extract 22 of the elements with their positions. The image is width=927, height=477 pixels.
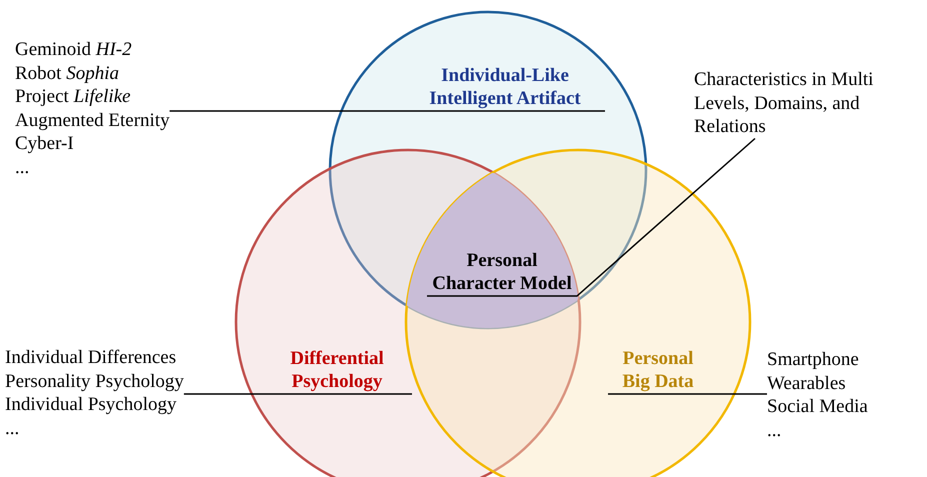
list-text: Individual Psychology <box>5 393 178 416</box>
list-text: Characteristics in Multi Levels, Domains, and Relations <box>694 68 874 138</box>
set-label: Personal Character Model <box>431 249 573 295</box>
list-text: Individual Differences <box>5 346 178 370</box>
list-text: ... <box>5 416 20 440</box>
set-label: Personal Big Data <box>621 347 695 393</box>
list-text: Project Lifelike <box>15 85 132 108</box>
list-text: Smartphone <box>767 348 860 372</box>
list-text: Cyber-I <box>15 132 75 156</box>
list-text: Geminoid HI-2 <box>15 38 133 62</box>
set-label: Individual-Like Intelligent Artifact <box>428 64 582 110</box>
leader-line <box>608 393 767 395</box>
list-text: Robot Sophia <box>15 62 120 85</box>
leader-line <box>170 110 605 112</box>
list-text: ... <box>767 418 782 442</box>
list-text: Personality Psychology <box>5 370 184 393</box>
leader-line <box>184 393 412 395</box>
list-text: Wearables <box>767 372 847 395</box>
list-text: Augmented Eternity <box>15 108 170 132</box>
list-text: Social Media <box>767 395 868 418</box>
set-label: Differential Psychology <box>289 347 385 393</box>
list-text: ... <box>15 156 30 179</box>
